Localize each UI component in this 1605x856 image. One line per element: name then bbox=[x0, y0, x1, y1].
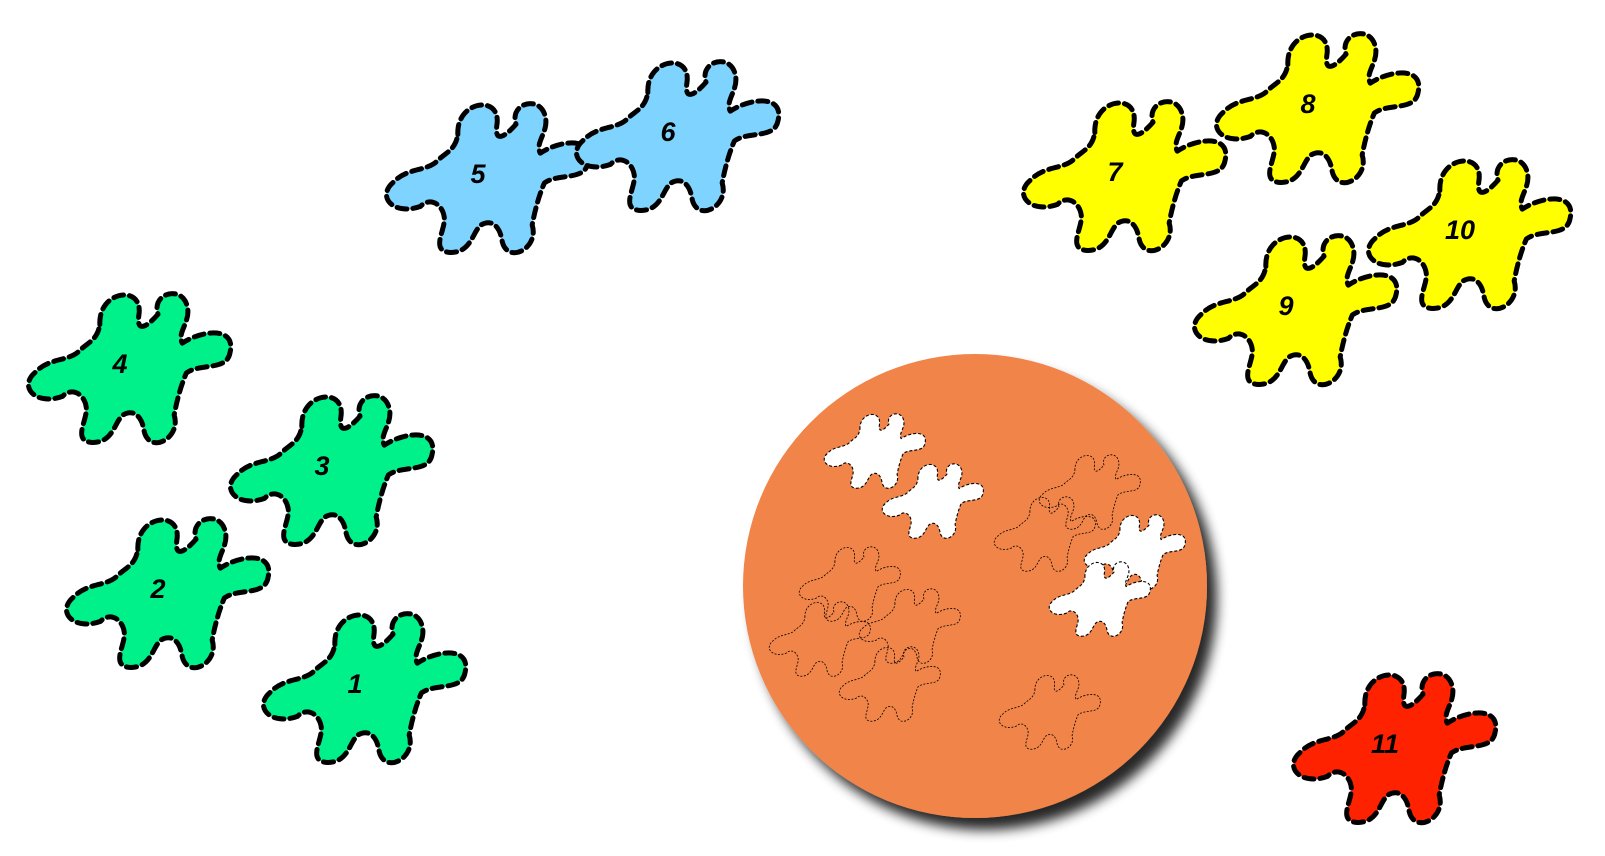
puzzle-piece-shape[interactable] bbox=[1013, 89, 1238, 267]
puzzle-piece-label: 6 bbox=[660, 117, 676, 147]
puzzle-piece-6[interactable]: 6 bbox=[566, 49, 791, 227]
puzzle-piece-shape[interactable] bbox=[56, 506, 281, 684]
puzzle-piece-shape[interactable] bbox=[220, 383, 445, 561]
puzzle-board[interactable] bbox=[743, 354, 1207, 818]
puzzle-piece-label: 5 bbox=[470, 159, 486, 189]
puzzle-piece-label: 1 bbox=[347, 669, 362, 699]
puzzle-piece-2[interactable]: 2 bbox=[56, 506, 281, 684]
puzzle-piece-label: 7 bbox=[1107, 157, 1124, 187]
puzzle-piece-11[interactable]: 11 bbox=[1283, 661, 1508, 839]
puzzle-piece-shape[interactable] bbox=[253, 601, 478, 779]
puzzle-piece-8[interactable]: 8 bbox=[1206, 21, 1431, 199]
puzzle-piece-1[interactable]: 1 bbox=[253, 601, 478, 779]
puzzle-piece-5[interactable]: 5 bbox=[376, 91, 601, 269]
puzzle-piece-label: 2 bbox=[149, 574, 165, 604]
puzzle-piece-shape[interactable] bbox=[1206, 21, 1431, 199]
puzzle-piece-label: 11 bbox=[1371, 729, 1399, 759]
puzzle-piece-7[interactable]: 7 bbox=[1013, 89, 1238, 267]
puzzle-piece-label: 10 bbox=[1445, 215, 1475, 245]
puzzle-piece-label: 4 bbox=[111, 349, 127, 379]
puzzle-piece-label: 8 bbox=[1300, 89, 1315, 119]
puzzle-piece-shape[interactable] bbox=[566, 49, 791, 227]
puzzle-piece-4[interactable]: 4 bbox=[18, 281, 243, 459]
puzzle-piece-3[interactable]: 3 bbox=[220, 383, 445, 561]
puzzle-piece-shape[interactable] bbox=[18, 281, 243, 459]
puzzle-piece-label: 3 bbox=[314, 451, 329, 481]
puzzle-piece-shape[interactable] bbox=[376, 91, 601, 269]
puzzle-piece-label: 9 bbox=[1278, 291, 1293, 321]
